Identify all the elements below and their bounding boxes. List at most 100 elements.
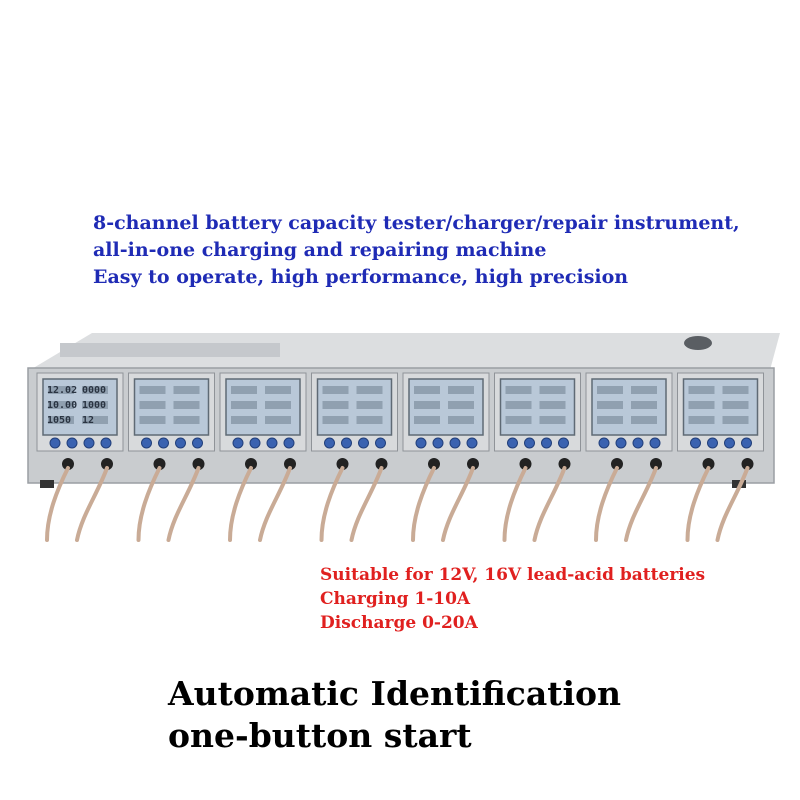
cable: [624, 466, 658, 542]
channel-button[interactable]: [232, 437, 244, 449]
tagline-line-1: Automatic Identification: [168, 674, 622, 713]
lcd-segment: [173, 401, 200, 409]
channel-button[interactable]: [741, 437, 752, 449]
channel-button[interactable]: [49, 437, 61, 449]
terminal-negative: [153, 458, 166, 470]
channel-button[interactable]: [507, 437, 518, 449]
channel-button[interactable]: [466, 437, 478, 449]
lcd-segment: [505, 386, 532, 394]
chassis-feet-left: [40, 480, 54, 488]
lcd-readout: 0000: [82, 385, 106, 396]
lcd-segment: [265, 401, 291, 409]
lcd-segment: [82, 386, 108, 394]
lcd-segment: [448, 401, 474, 409]
chassis-top: [30, 333, 780, 370]
tagline-line-2: one-button start: [168, 716, 472, 755]
channel-button[interactable]: [615, 437, 627, 449]
channel-button[interactable]: [449, 437, 461, 449]
channel-button[interactable]: [541, 437, 552, 449]
terminal-positive: [375, 458, 388, 470]
channel-button[interactable]: [690, 437, 701, 449]
channel-button[interactable]: [266, 437, 278, 449]
lcd-readout: 12: [82, 415, 94, 426]
cable: [685, 466, 711, 542]
cable: [411, 466, 436, 542]
channel-button[interactable]: [415, 437, 427, 449]
lcd-segment: [173, 416, 200, 424]
channel-button[interactable]: [632, 437, 644, 449]
specs-line-3: Discharge 0-20A: [320, 613, 478, 633]
channel-button[interactable]: [341, 437, 352, 449]
cable: [594, 466, 619, 542]
channel-button[interactable]: [83, 437, 95, 449]
channel-button[interactable]: [649, 437, 661, 449]
channel-button[interactable]: [724, 437, 735, 449]
channel-button[interactable]: [524, 437, 535, 449]
lcd-segment: [597, 416, 623, 424]
terminal-negative: [611, 458, 623, 470]
lcd-segment: [539, 401, 566, 409]
channel-button[interactable]: [375, 437, 386, 449]
lcd-segment: [173, 386, 200, 394]
lcd-segment: [688, 401, 715, 409]
lcd-segment: [356, 401, 383, 409]
channel-button[interactable]: [598, 437, 610, 449]
channel-button[interactable]: [66, 437, 78, 449]
lcd-segment: [722, 416, 749, 424]
channel-button[interactable]: [432, 437, 444, 449]
lcd-segment: [597, 386, 623, 394]
lcd-segment: [231, 386, 257, 394]
top-hole: [684, 336, 712, 350]
channel-button[interactable]: [283, 437, 295, 449]
channel-button[interactable]: [175, 437, 186, 449]
cable: [349, 466, 384, 542]
lcd-segment: [722, 386, 749, 394]
lcd-segment: [265, 386, 291, 394]
cable: [228, 466, 253, 542]
lcd-segment: [139, 416, 166, 424]
cable: [45, 466, 70, 542]
channel-button[interactable]: [249, 437, 261, 449]
lcd-segment: [231, 416, 257, 424]
lcd-segment: [414, 416, 440, 424]
lcd-segment: [231, 401, 257, 409]
channel-button[interactable]: [358, 437, 369, 449]
lcd-segment: [139, 401, 166, 409]
lcd-readout: 1050: [47, 415, 71, 426]
lcd-segment: [82, 401, 108, 409]
cable: [166, 466, 201, 542]
cable: [75, 466, 109, 542]
terminal-positive: [650, 458, 662, 470]
lcd-segment: [265, 416, 291, 424]
terminal-negative: [519, 458, 532, 470]
terminal-positive: [192, 458, 205, 470]
headline-line-3: Easy to operate, high performance, high …: [93, 266, 629, 288]
channel-button[interactable]: [707, 437, 718, 449]
channel-button[interactable]: [100, 437, 112, 449]
specs-text: Suitable for 12V, 16V lead-acid batterie…: [320, 563, 705, 635]
channel-button[interactable]: [192, 437, 203, 449]
cable: [258, 466, 292, 542]
lcd-segment: [322, 386, 349, 394]
lcd-segment: [631, 416, 657, 424]
lcd-readout: 10.00: [47, 400, 77, 411]
lcd-segment: [722, 401, 749, 409]
cable: [319, 466, 345, 542]
terminal-negative: [336, 458, 349, 470]
channel-button[interactable]: [158, 437, 169, 449]
lcd-segment: [448, 416, 474, 424]
channel-button[interactable]: [141, 437, 152, 449]
cable: [136, 466, 162, 542]
terminal-negative: [62, 458, 74, 470]
lcd-segment: [688, 416, 715, 424]
channel-button[interactable]: [558, 437, 569, 449]
lcd-segment: [539, 386, 566, 394]
terminal-positive: [101, 458, 113, 470]
channel-button[interactable]: [324, 437, 335, 449]
lcd-segment: [356, 386, 383, 394]
cable: [532, 466, 567, 542]
terminal-negative: [245, 458, 257, 470]
lcd-segment: [414, 386, 440, 394]
lcd-segment: [48, 416, 74, 424]
terminal-positive: [558, 458, 571, 470]
